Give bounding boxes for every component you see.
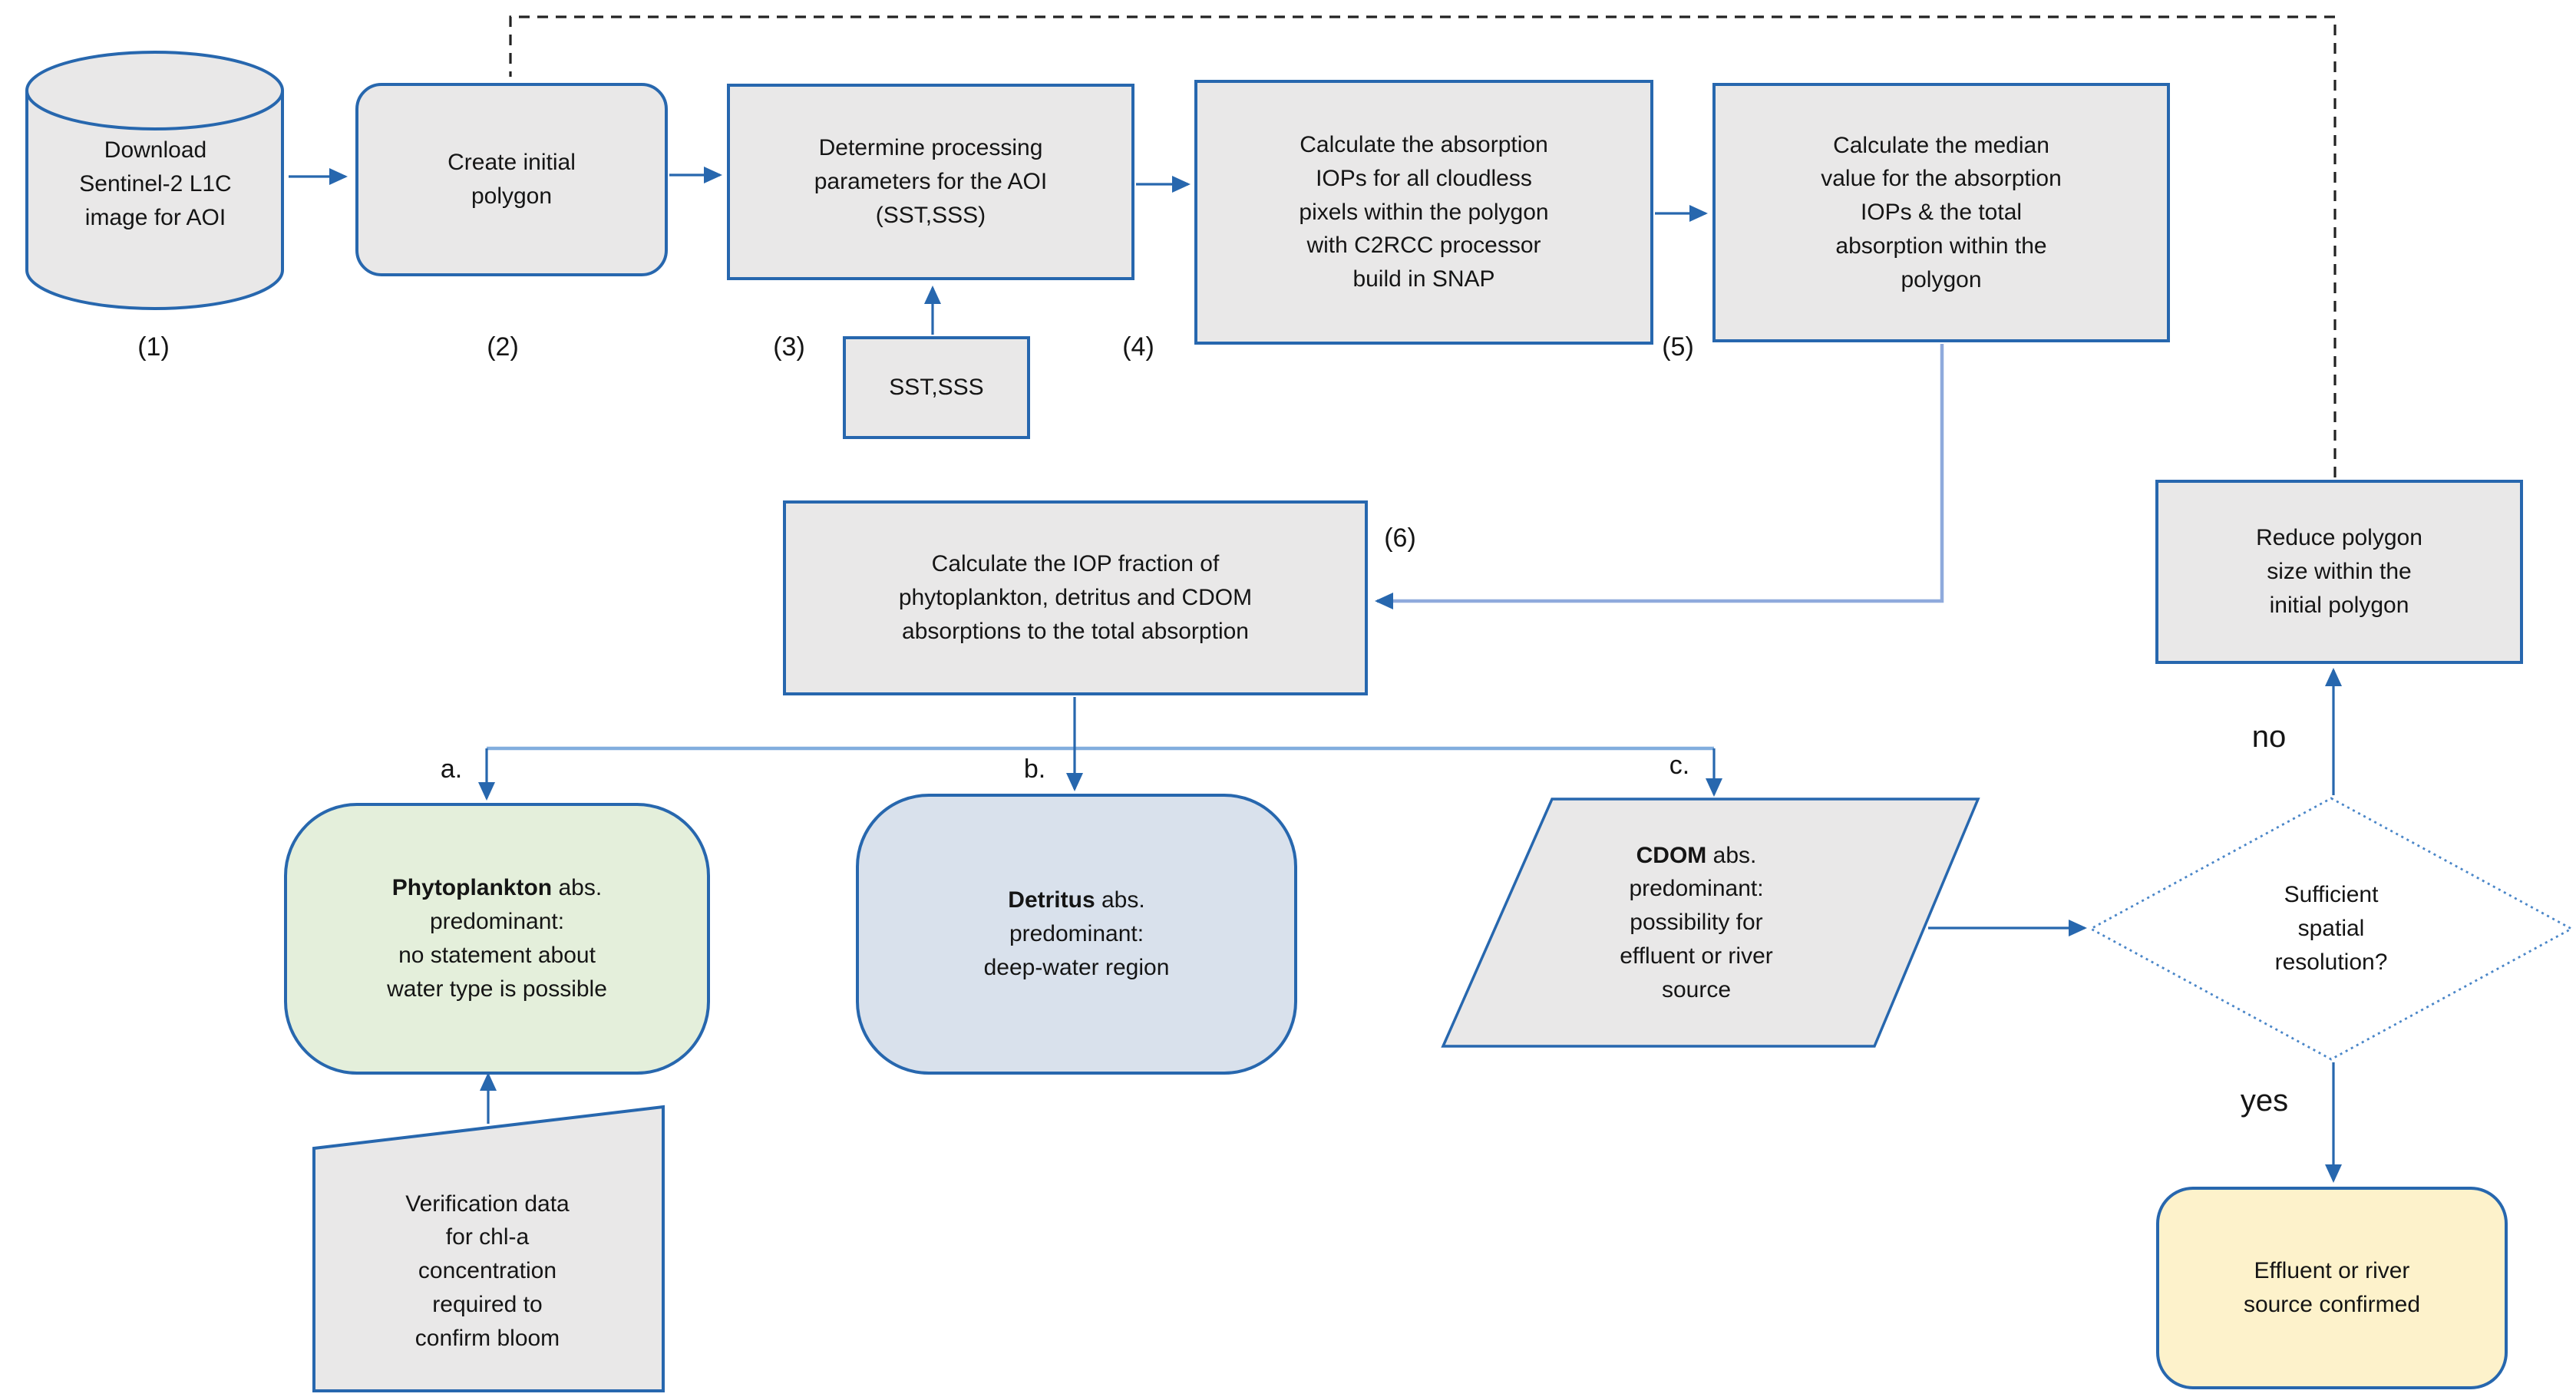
node-reduce-polygon: Reduce polygon size within the initial p…: [2155, 480, 2523, 664]
node-create-polygon-label: Create initial polygon: [447, 150, 576, 209]
node-source-confirmed-label: Effluent or river source confirmed: [2243, 1258, 2421, 1317]
node-decision-resolution: Sufficient spatial resolution?: [2204, 837, 2458, 1021]
edge-label-no: no: [2251, 720, 2287, 754]
node-determine-params-label: Determine processing parameters for the …: [814, 135, 1048, 228]
node-calc-fraction-label: Calculate the IOP fraction of phytoplank…: [898, 551, 1253, 644]
node-source-confirmed: Effluent or river source confirmed: [2156, 1187, 2508, 1389]
node-calc-median-label: Calculate the median value for the absor…: [1821, 132, 2062, 292]
step-label-4: (4): [1122, 332, 1154, 362]
step-label-1: (1): [137, 332, 170, 362]
step-label-3: (3): [773, 332, 805, 362]
feedback-dashed-line: [509, 15, 2337, 477]
node-cdom-label: CDOM abs. predominant: possibility for e…: [1620, 842, 1773, 1002]
node-calc-fraction: Calculate the IOP fraction of phytoplank…: [783, 500, 1368, 695]
node-create-polygon: Create initial polygon: [355, 83, 668, 276]
node-detritus-result: Detritus abs. predominant: deep-water re…: [856, 794, 1297, 1075]
node-sst-sss-input: SST,SSS: [843, 336, 1030, 439]
cdom-parallelogram-shape: [1441, 798, 1980, 1048]
decision-diamond-shape: [2089, 797, 2574, 1061]
database-cylinder-shape: [25, 51, 284, 310]
branch-label-a: a.: [440, 755, 463, 784]
node-phytoplankton-result: Phytoplankton abs. predominant: no state…: [284, 803, 710, 1075]
node-calc-absorption-label: Calculate the absorption IOPs for all cl…: [1299, 132, 1549, 292]
step-label-2: (2): [487, 332, 519, 362]
node-verification-data: Verification data for chl-a concentratio…: [326, 1161, 649, 1382]
node-download-database: Download Sentinel-2 L1C image for AOI: [42, 104, 269, 265]
node-sst-sss-label: SST,SSS: [889, 375, 984, 401]
step-label-5: (5): [1662, 332, 1694, 362]
verification-trapezoid-shape: [312, 1105, 665, 1392]
edge-label-yes: yes: [2240, 1084, 2289, 1118]
connector-median-to-fraction: [1375, 344, 1944, 609]
node-calc-median: Calculate the median value for the absor…: [1712, 83, 2170, 342]
node-reduce-polygon-label: Reduce polygon size within the initial p…: [2256, 525, 2422, 618]
node-download-label: Download Sentinel-2 L1C image for AOI: [79, 137, 232, 230]
branch-label-c: c.: [1669, 751, 1690, 780]
node-detritus-label: Detritus abs. predominant: deep-water re…: [983, 887, 1170, 980]
node-phytoplankton-label: Phytoplankton abs. predominant: no state…: [387, 875, 607, 1002]
node-decision-label: Sufficient spatial resolution?: [2274, 882, 2388, 975]
branch-label-b: b.: [1023, 755, 1046, 784]
node-cdom-result: CDOM abs. predominant: possibility for e…: [1566, 812, 1827, 1033]
node-determine-params: Determine processing parameters for the …: [727, 84, 1134, 280]
step-label-6: (6): [1384, 523, 1416, 553]
node-calc-absorption: Calculate the absorption IOPs for all cl…: [1194, 80, 1653, 345]
node-verification-label: Verification data for chl-a concentratio…: [405, 1191, 570, 1351]
